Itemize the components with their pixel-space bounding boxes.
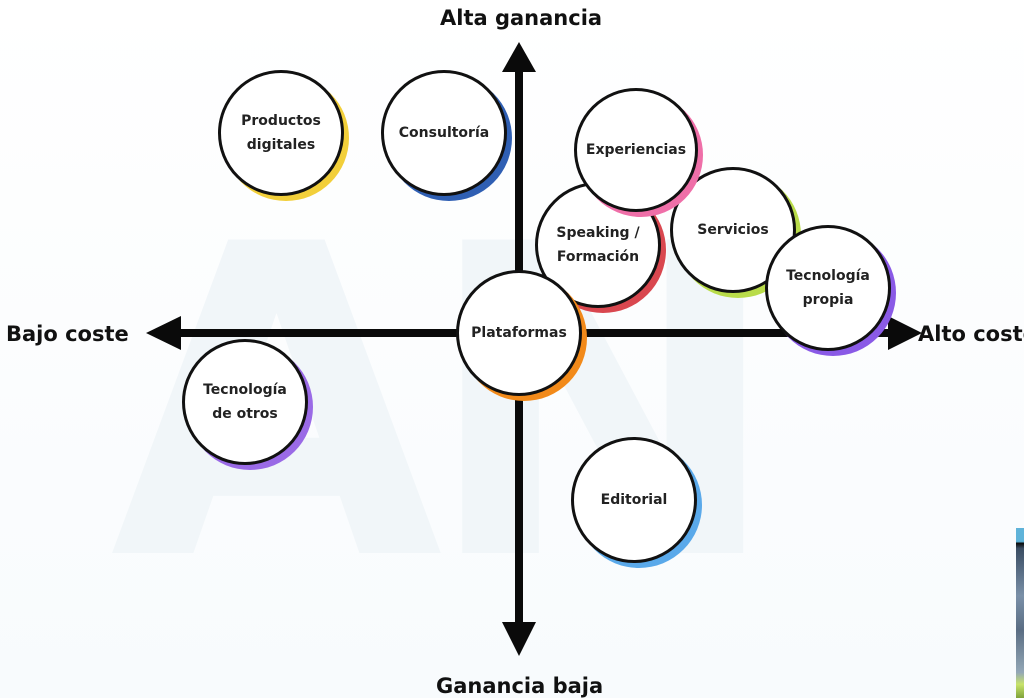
node-label: Editorial — [600, 492, 668, 508]
thumbnail-preview[interactable] — [1016, 528, 1024, 698]
node-experiencias: Experiencias — [574, 88, 698, 212]
node-label: Consultoría — [398, 125, 490, 141]
arrow-right-icon — [888, 316, 922, 350]
node-label: Servicios — [697, 222, 769, 238]
node-label: Tecnología propia — [786, 268, 870, 308]
node-label: Plataformas — [471, 325, 567, 341]
arrow-down-icon — [502, 622, 536, 656]
node-tecnologia-propia: Tecnología propia — [765, 225, 891, 351]
node-editorial: Editorial — [571, 437, 697, 563]
node-label: Speaking / Formación — [556, 225, 640, 265]
node-plataformas: Plataformas — [456, 270, 582, 396]
node-consultoria: Consultoría — [381, 70, 507, 196]
node-label: Experiencias — [585, 142, 687, 158]
node-label: Tecnología de otros — [203, 382, 287, 422]
node-label: Productos digitales — [241, 113, 321, 153]
arrow-left-icon — [146, 316, 181, 350]
axis-label-high-cost: Alto coste — [918, 322, 1024, 346]
node-tecnologia-de-otros: Tecnología de otros — [182, 339, 308, 465]
arrow-up-icon — [502, 42, 536, 72]
node-productos-digitales: Productos digitales — [218, 70, 344, 196]
axis-label-low-cost: Bajo coste — [6, 322, 129, 346]
axis-label-low-gain: Ganancia baja — [436, 674, 604, 698]
axis-label-high-gain: Alta ganancia — [440, 6, 603, 30]
